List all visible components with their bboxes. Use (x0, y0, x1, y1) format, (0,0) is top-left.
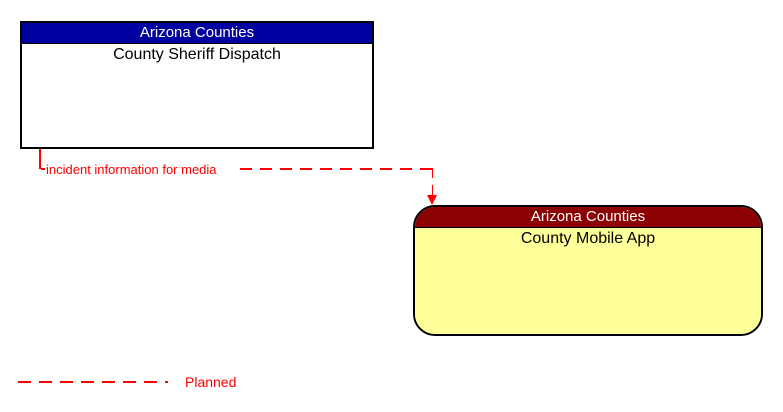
element-title: County Mobile App (415, 228, 761, 334)
element-header: Arizona Counties (22, 23, 372, 44)
connector-horizontal-dashed-line (240, 168, 433, 170)
connector-flow-label: incident information for media (46, 162, 217, 177)
connector-stub-line (39, 149, 41, 169)
element-title: County Sheriff Dispatch (22, 44, 372, 147)
legend-dashed-line (18, 381, 168, 383)
legend-label: Planned (185, 374, 237, 390)
connector-vertical-dashed-line (431, 168, 433, 197)
connector-tick (41, 168, 45, 170)
connector-arrowhead-icon (427, 195, 437, 205)
element-header: Arizona Counties (415, 207, 761, 228)
element-box-county-mobile-app: Arizona Counties County Mobile App (413, 205, 763, 336)
element-box-county-sheriff-dispatch: Arizona Counties County Sheriff Dispatch (20, 21, 374, 149)
